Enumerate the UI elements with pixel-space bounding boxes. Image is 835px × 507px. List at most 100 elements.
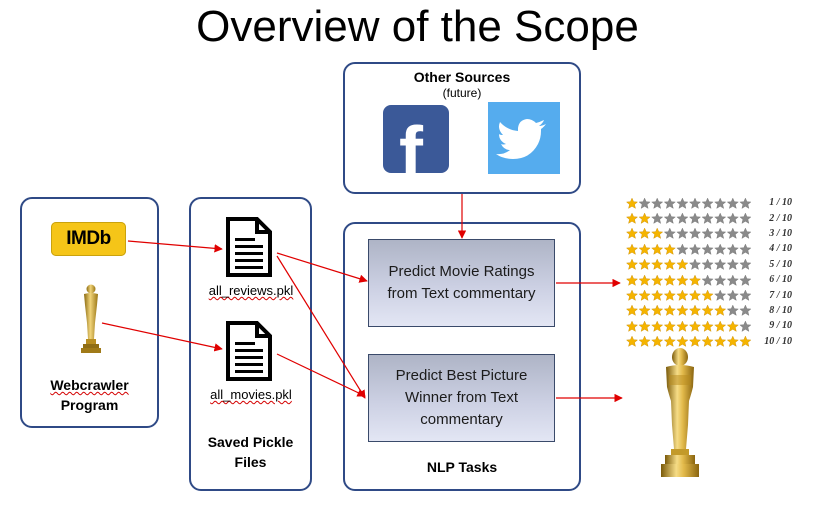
star-filled-icon — [714, 305, 727, 317]
star-filled-icon — [701, 289, 714, 301]
rating-row: 4 / 10 — [626, 241, 792, 256]
star-row-icons — [626, 304, 752, 317]
star-row-icons — [626, 227, 752, 240]
star-row-icons — [626, 274, 752, 286]
star-empty-icon — [663, 228, 676, 240]
star-empty-icon — [739, 320, 752, 332]
star-empty-icon — [714, 197, 727, 209]
rating-row: 5 / 10 — [626, 257, 792, 272]
star-empty-icon — [688, 212, 702, 224]
pickle-label-line1: Saved Pickle — [207, 434, 294, 450]
star-empty-icon — [651, 212, 664, 224]
star-empty-icon — [714, 289, 727, 301]
star-row-icons — [626, 212, 752, 224]
star-filled-icon — [676, 274, 689, 286]
star-empty-icon — [739, 289, 752, 301]
pickle-label-line2: Files — [234, 454, 267, 470]
rating-row: 9 / 10 — [626, 318, 792, 333]
star-empty-icon — [701, 212, 714, 224]
star-filled-icon — [726, 335, 739, 348]
file-label-movies: all_movies.pkl — [210, 387, 292, 402]
rating-row: 7 / 10 — [626, 287, 792, 302]
star-row-svg — [626, 274, 752, 286]
star-empty-icon — [726, 212, 739, 224]
star-empty-icon — [676, 212, 689, 224]
star-filled-icon — [626, 335, 639, 348]
rating-label: 6 / 10 — [769, 274, 792, 286]
star-filled-icon — [651, 228, 664, 240]
star-empty-icon — [739, 274, 752, 286]
star-row-svg — [626, 197, 752, 209]
imdb-logo: IMDb — [51, 222, 126, 256]
star-filled-icon — [626, 320, 639, 332]
facebook-letter: f — [399, 113, 423, 173]
star-filled-icon — [714, 335, 727, 348]
star-row-icons — [626, 335, 752, 348]
rating-label: 4 / 10 — [769, 243, 792, 255]
nlp-tasks-label: NLP Tasks — [426, 459, 498, 475]
other-sources-title: Other Sources — [413, 69, 511, 85]
star-filled-icon — [651, 335, 664, 348]
star-row-icons — [626, 243, 752, 255]
star-empty-icon — [726, 243, 739, 255]
other-sources-subtitle: (future) — [442, 86, 482, 100]
star-filled-icon — [688, 289, 702, 301]
rating-label: 3 / 10 — [769, 227, 792, 239]
star-empty-icon — [726, 289, 739, 301]
star-filled-icon — [701, 320, 714, 332]
star-empty-icon — [663, 212, 676, 224]
star-filled-icon — [626, 197, 639, 209]
star-row-icons — [626, 289, 752, 301]
star-empty-icon — [739, 228, 752, 240]
star-row-svg — [626, 258, 752, 271]
star-filled-icon — [626, 212, 639, 224]
star-row-svg — [626, 243, 752, 255]
star-filled-icon — [638, 335, 651, 348]
rating-row: 10 / 10 — [626, 334, 792, 349]
star-filled-icon — [663, 320, 676, 332]
star-empty-icon — [676, 197, 689, 209]
star-filled-icon — [676, 335, 689, 348]
rating-row: 8 / 10 — [626, 303, 792, 318]
star-empty-icon — [651, 197, 664, 209]
oscar-icon-large — [661, 348, 699, 477]
star-row-svg — [626, 320, 752, 332]
rating-label: 8 / 10 — [769, 304, 792, 316]
star-empty-icon — [701, 243, 714, 255]
star-filled-icon — [626, 228, 639, 240]
star-row-svg — [626, 289, 752, 301]
star-empty-icon — [739, 212, 752, 224]
task-predict-best-picture: Predict Best Picture Winner from Text co… — [368, 354, 555, 442]
star-filled-icon — [701, 335, 714, 348]
star-empty-icon — [714, 243, 727, 255]
star-empty-icon — [688, 228, 702, 240]
star-filled-icon — [638, 320, 651, 332]
star-empty-icon — [739, 243, 752, 255]
star-filled-icon — [714, 320, 727, 332]
facebook-icon: f — [383, 105, 449, 173]
star-filled-icon — [626, 274, 639, 286]
rating-label: 1 / 10 — [769, 197, 792, 209]
star-filled-icon — [688, 335, 702, 348]
rating-label: 9 / 10 — [769, 320, 792, 332]
star-empty-icon — [688, 243, 702, 255]
star-row-svg — [626, 335, 752, 348]
star-empty-icon — [701, 197, 714, 209]
rating-label: 5 / 10 — [769, 258, 792, 270]
star-row-icons — [626, 258, 752, 271]
rating-row: 1 / 10 — [626, 195, 792, 210]
twitter-icon — [488, 102, 560, 174]
rating-row: 2 / 10 — [626, 210, 792, 225]
star-filled-icon — [651, 320, 664, 332]
star-filled-icon — [663, 335, 676, 348]
star-filled-icon — [688, 274, 702, 286]
star-filled-icon — [626, 243, 639, 255]
star-empty-icon — [739, 305, 752, 317]
star-empty-icon — [714, 228, 727, 240]
star-filled-icon — [638, 305, 651, 317]
star-row-icons — [626, 320, 752, 332]
rating-row: 3 / 10 — [626, 226, 792, 241]
rating-row: 6 / 10 — [626, 272, 792, 287]
star-filled-icon — [626, 258, 639, 271]
star-filled-icon — [688, 305, 702, 317]
